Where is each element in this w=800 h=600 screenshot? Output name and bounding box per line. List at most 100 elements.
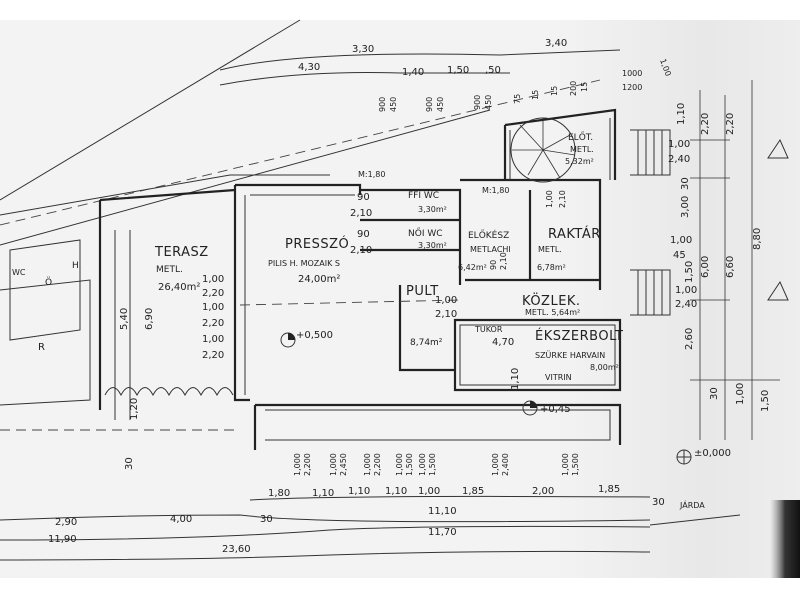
dimension-label: 1,500 [428, 453, 437, 476]
room-area: 3,30m² [418, 205, 447, 214]
dimension-label: 1,10 [676, 103, 687, 125]
dimension-label: 200 [569, 81, 578, 96]
dimension: 4,70 [492, 337, 514, 348]
room-ffi-wc: FFI WC [408, 191, 439, 201]
room-labels: TERASZ METL. 26,40m² PRESSZÓ PILIS H. MO… [12, 132, 623, 382]
dimension-label: 450 [389, 97, 398, 112]
section-markers [767, 138, 789, 301]
dimension-label: 1,10 [385, 486, 407, 497]
dimension-label: 1,50 [447, 65, 469, 76]
dimension-label: 2,60 [684, 328, 695, 350]
room-area: 6,42m² [458, 263, 487, 272]
dimension-label: 1,85 [598, 484, 620, 495]
dimension-label: 11,10 [428, 506, 457, 517]
dimension-label: 1,000 [363, 453, 372, 476]
dimension-label: 1,000 [561, 453, 570, 476]
dimension-label: 2,40 [675, 299, 697, 310]
dimension-label: 2,40 [668, 154, 690, 165]
dimension-label: 30 [260, 514, 273, 525]
room-elot: ELŐT. [568, 132, 593, 143]
dimension-label: 1200 [622, 83, 642, 92]
top-dimensions: 3,30 3,40 4,30 1,40 1,50 ,50 900 450 900… [298, 38, 673, 112]
level-markers [280, 332, 692, 465]
dimension-label: 1,00 [545, 190, 554, 208]
dimension-label: 1,10 [312, 488, 334, 499]
dimension-label: 15 [580, 82, 589, 92]
room-terasz: TERASZ [154, 245, 209, 260]
dimension-label: 30 [124, 457, 135, 470]
left-dimensions: 5,40 6,90 1,20 30 1,10 [119, 308, 521, 470]
dimension-label: 1,00 [675, 285, 697, 296]
dimension-label: 2,450 [339, 453, 348, 476]
dimension-label: 2,20 [700, 113, 711, 135]
vitrin-label: VITRIN [545, 373, 572, 382]
section-triangle-icon [767, 138, 789, 159]
bottom-dimensions: 1,80 1,10 1,10 1,10 1,00 1,85 2,00 1,85 … [48, 484, 665, 555]
dimension-label: 90 [357, 192, 370, 203]
room-floor: SZÜRKE HARVAIN [535, 350, 605, 360]
dimension-label: 1,000 [491, 453, 500, 476]
dimension-label: 900 [378, 97, 387, 112]
dimension-label: 1,00 [735, 383, 746, 405]
dimension-label: 2,10 [558, 190, 567, 208]
dimension-label: 1,00 [670, 235, 692, 246]
dimension-label: 75 [513, 94, 522, 104]
dimension-label: 11,90 [48, 534, 77, 545]
dimension-label: 1,000 [329, 453, 338, 476]
dimension-label: 90 [489, 260, 498, 270]
dimension-label: 2,20 [202, 350, 224, 361]
level-presszo: +0,500 [296, 330, 333, 341]
height-label: M:1,80 [358, 170, 385, 179]
dimension-label: 1,00 [435, 295, 457, 306]
right-dimensions: 1,10 2,20 2,20 1,00 2,40 30 3,00 1,00 45… [668, 103, 771, 412]
height-label: M:1,80 [482, 186, 509, 195]
room-raktar: RAKTÁR [548, 226, 601, 242]
dimension-label: 2,10 [350, 245, 372, 256]
room-presszo: PRESSZÓ [285, 236, 349, 252]
room-area: 24,00m² [298, 274, 340, 285]
room-h: H. [72, 261, 81, 271]
dimension-label: 45 [673, 250, 686, 261]
dimension-label: 11,70 [428, 527, 457, 538]
room-o: Ö [45, 277, 52, 288]
dimension-label: 90 [357, 229, 370, 240]
dimension-label: 2,10 [350, 208, 372, 219]
dimension-label: 30 [652, 497, 665, 508]
dimension-label: 1,500 [405, 453, 414, 476]
dimension-label: 1,00 [668, 139, 690, 150]
room-floor: METLACHI [470, 245, 511, 254]
room-r: R [38, 342, 45, 353]
dimension-label: 1,000 [418, 453, 427, 476]
dimension-label: 3,00 [680, 196, 691, 218]
dimension-label: 450 [436, 97, 445, 112]
level-street: ±0,000 [694, 448, 731, 459]
room-area: 26,40m² [158, 282, 200, 293]
dimension-label: 6,00 [700, 256, 711, 278]
dimension-label: 1,00 [202, 302, 224, 313]
room-area: 5,32m² [565, 157, 594, 166]
bottom-vertical-dims: 1,000 2,200 1,000 2,450 1,000 2,200 1,00… [293, 453, 580, 476]
dimension-label: 1,85 [462, 486, 484, 497]
dimension-label: 2,200 [373, 453, 382, 476]
room-ekszerbolt: ÉKSZERBOLT [535, 328, 623, 344]
dimension-label: 3,40 [545, 38, 567, 49]
dimension-label: 1,50 [684, 261, 695, 283]
dimension-label: 23,60 [222, 544, 251, 555]
exterior-steps [630, 129, 671, 316]
room-wc: WC [12, 268, 26, 277]
room-floor: METL. [570, 145, 594, 154]
dimension-label: 2,10 [499, 252, 508, 270]
dimension-label: 2,10 [435, 309, 457, 320]
dimension-label: 6,60 [725, 256, 736, 278]
room-floor: METL. [156, 265, 183, 275]
dimension-label: 900 [425, 97, 434, 112]
level-entrance: +0,45 [540, 404, 571, 415]
planter-shrubs [104, 387, 234, 397]
dimension-label: 900 [473, 95, 482, 110]
sidewalk-label: JÁRDA [679, 499, 705, 510]
spiral-staircase [510, 117, 576, 183]
dimension-label: 15 [531, 90, 540, 100]
dimension-label: 30 [709, 387, 720, 400]
dimension-label: 1,500 [571, 453, 580, 476]
